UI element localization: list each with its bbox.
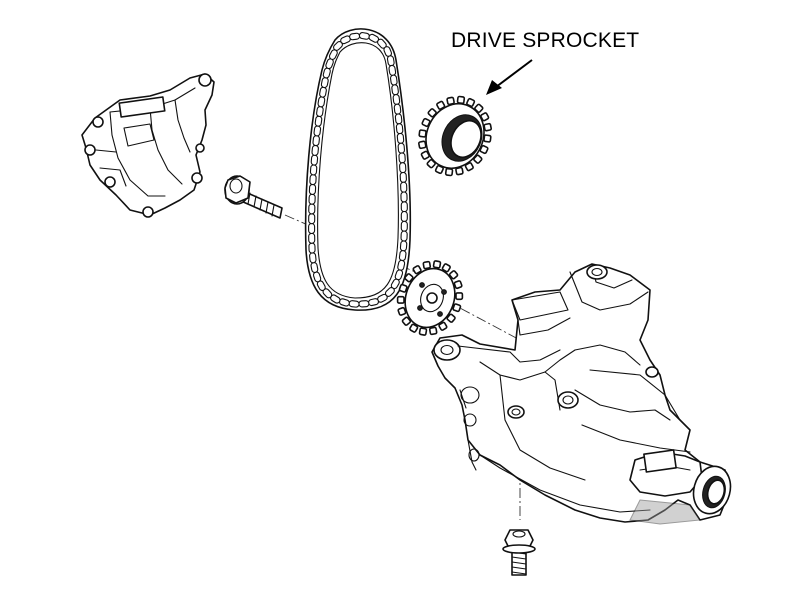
- sprocket-tooth: [438, 321, 448, 331]
- sprocket-tooth: [418, 129, 427, 138]
- chain-link: [391, 84, 399, 96]
- chain-link: [400, 181, 408, 193]
- chain-link: [308, 242, 316, 254]
- chain-link: [386, 55, 395, 67]
- chain-link: [399, 162, 407, 174]
- chain-link: [358, 32, 370, 40]
- sprocket-tooth: [456, 95, 466, 105]
- chain-link: [395, 123, 404, 135]
- callout-label: DRIVE SPROCKET: [451, 29, 639, 52]
- chain-link: [398, 152, 406, 164]
- chain-link: [348, 300, 360, 308]
- chain-link: [309, 174, 317, 186]
- chain-link: [400, 191, 408, 203]
- chain-link: [399, 240, 408, 252]
- chain-link: [393, 103, 402, 115]
- sprocket-tooth: [453, 280, 463, 290]
- chain-link: [398, 250, 407, 262]
- sprocket-tooth: [428, 326, 438, 336]
- sprocket-tooth: [409, 323, 419, 333]
- chain-link: [389, 74, 398, 86]
- sprocket-tooth: [444, 167, 454, 177]
- chain-link: [400, 201, 408, 213]
- chain-link: [308, 232, 316, 244]
- chain-link: [310, 261, 319, 274]
- chain-link: [309, 164, 318, 176]
- sprocket-tooth: [401, 316, 412, 326]
- sprocket-tooth: [436, 100, 446, 110]
- chain-link: [308, 183, 317, 195]
- sprocket-tooth: [452, 303, 462, 313]
- chain-link: [312, 135, 320, 147]
- chain-link: [314, 115, 323, 127]
- chain-link: [317, 96, 326, 108]
- chain-link: [319, 86, 327, 98]
- chain-link: [308, 222, 316, 235]
- sprocket-tooth: [396, 295, 405, 304]
- pump-cover: [81, 73, 215, 218]
- mounting-bolt: [224, 175, 283, 219]
- chain-link: [349, 32, 361, 41]
- sprocket-tooth: [441, 263, 451, 273]
- sprocket-tooth: [455, 292, 464, 301]
- lower-bolt: [502, 529, 536, 576]
- oil-pump-body: [431, 263, 732, 525]
- sprocket-tooth: [432, 260, 442, 269]
- sprocket-tooth: [398, 283, 408, 293]
- chain-link: [308, 213, 316, 225]
- sprocket-tooth: [464, 162, 474, 172]
- chain-link: [399, 171, 407, 183]
- chain-link: [394, 113, 403, 125]
- sprocket-tooth: [446, 313, 456, 323]
- chain-link: [310, 154, 319, 166]
- chain-link: [397, 142, 406, 154]
- sprocket-tooth: [418, 140, 427, 150]
- drive-chain: [304, 28, 412, 311]
- chain-link: [313, 125, 322, 137]
- sprocket-tooth: [404, 273, 414, 283]
- chain-link: [400, 230, 408, 242]
- chain-link: [328, 49, 338, 60]
- chain-link: [309, 252, 317, 264]
- sprocket-tooth: [448, 270, 459, 280]
- sprocket-tooth: [397, 306, 407, 316]
- sprocket-tooth: [483, 122, 492, 132]
- chain-link: [311, 144, 319, 156]
- callout: DRIVE SPROCKET: [451, 29, 639, 95]
- chain-link: [316, 105, 324, 118]
- drive-sprocket: [418, 95, 492, 177]
- chain-link: [308, 193, 316, 205]
- driven-sprocket: [396, 260, 464, 336]
- chain-link: [400, 210, 408, 223]
- chain-link: [388, 64, 397, 76]
- chain-link: [308, 203, 316, 215]
- sprocket-tooth: [418, 327, 428, 336]
- chain-link: [396, 132, 405, 144]
- chain-link: [358, 300, 370, 308]
- callout-arrow-icon: [486, 59, 533, 95]
- sprocket-tooth: [412, 265, 422, 275]
- chain-link: [400, 220, 408, 232]
- sprocket-tooth: [422, 260, 432, 270]
- sprocket-tooth: [483, 134, 492, 143]
- chain-link: [392, 93, 401, 106]
